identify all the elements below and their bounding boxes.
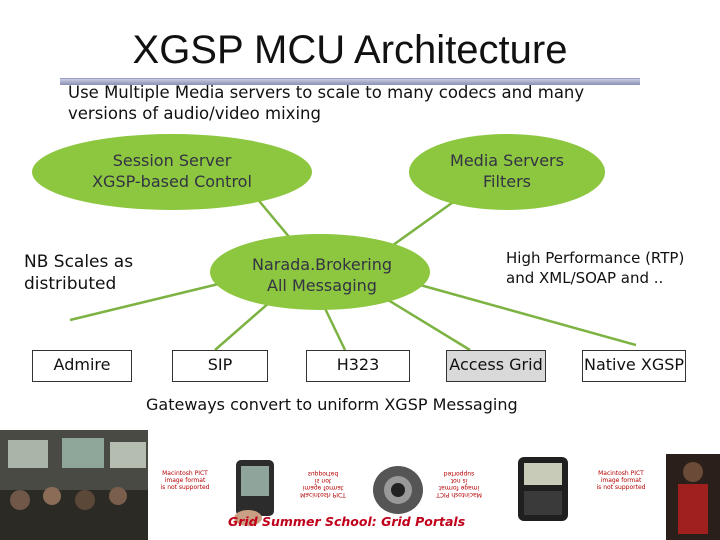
high-perf-label: High Performance (RTP) and XML/SOAP and … [506, 248, 684, 288]
nb-scales-label: NB Scales as distributed [24, 251, 133, 295]
person-portrait-photo [666, 454, 720, 540]
gateway-h323: H323 [306, 350, 410, 382]
session-server-line1: Session Server [112, 151, 232, 170]
ellipse-narada [210, 234, 430, 310]
ellipse-session-server [32, 134, 312, 210]
pict-notice-4-line3: is not supported [596, 484, 646, 491]
nb-scales-line2: distributed [24, 274, 117, 294]
ellipse-media-servers [409, 134, 605, 210]
subtitle-line-2: versions of audio/video mixing [68, 104, 321, 123]
gateways-caption: Gateways convert to uniform XGSP Messagi… [146, 395, 518, 414]
pict-notice-3-line2: image format [438, 484, 480, 491]
narada-line1: Narada.Brokering [251, 255, 393, 274]
gateway-sip: SIP [172, 350, 268, 382]
pict-notice-4-line2: image format [600, 477, 642, 484]
pict-notice-1-line1: Macintosh PICT [162, 470, 208, 477]
media-servers-line2: Filters [483, 172, 531, 191]
slide-subtitle: Use Multiple Media servers to scale to m… [68, 82, 668, 124]
slide-title: XGSP MCU Architecture [132, 28, 568, 72]
line-narada-to-native [394, 276, 637, 347]
session-server-line2: XGSP-based Control [92, 172, 252, 191]
line-narada-to-admire [69, 278, 236, 322]
pict-notice-2-line3: is not supported [307, 470, 339, 484]
subtitle-line-1: Use Multiple Media servers to scale to m… [68, 83, 585, 102]
pict-notice-1: Macintosh PICT image format is not suppo… [160, 470, 210, 491]
session-server-label: Session Server XGSP-based Control [52, 150, 292, 192]
pict-notice-1-line3: is not supported [160, 484, 210, 491]
pict-notice-2-line1: Macintosh PICT [300, 491, 346, 498]
line-narada-to-access-grid [374, 290, 471, 352]
high-perf-line2: and XML/SOAP and .. [506, 269, 664, 287]
high-perf-line1: High Performance (RTP) [506, 249, 685, 267]
conference-room-photo [0, 430, 148, 540]
narada-label: Narada.Brokering All Messaging [222, 254, 422, 296]
gateway-native-xgsp: Native XGSP [582, 350, 686, 382]
gateway-admire: Admire [32, 350, 132, 382]
pict-notice-3-line1: Macintosh PICT [436, 491, 482, 498]
pict-notice-2-line2: image format [302, 484, 344, 491]
gateway-access-grid: Access Grid [446, 350, 546, 382]
pict-notice-2: Macintosh PICT image format is not suppo… [300, 470, 346, 498]
pict-notice-4-line1: Macintosh PICT [598, 470, 644, 477]
pict-notice-1-line2: image format [164, 477, 206, 484]
title-underline [60, 78, 640, 85]
pict-notice-3: Macintosh PICT image format is not suppo… [436, 470, 482, 498]
nb-scales-line1: NB Scales as [24, 252, 134, 272]
narada-line2: All Messaging [267, 276, 377, 295]
media-servers-label: Media Servers Filters [427, 150, 587, 192]
handheld-device-photo [518, 457, 568, 521]
camera-device-photo [373, 466, 423, 514]
pict-notice-3-line3: is not supported [443, 470, 475, 484]
slide-footer: Grid Summer School: Grid Portals [228, 514, 466, 529]
pda-device-photo [234, 460, 274, 526]
media-servers-line1: Media Servers [450, 151, 564, 170]
pict-notice-4: Macintosh PICT image format is not suppo… [596, 470, 646, 491]
